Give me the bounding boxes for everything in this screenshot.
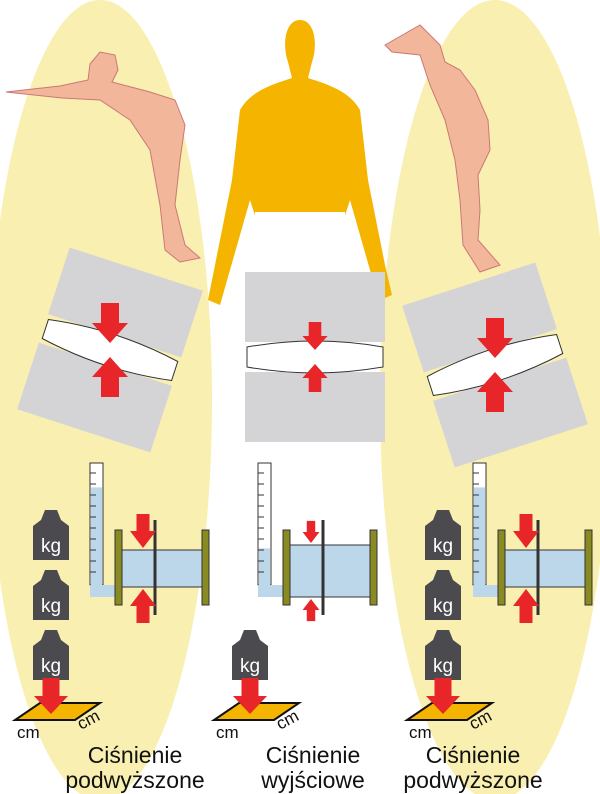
weight-label: kg — [41, 656, 61, 677]
compression-arrow-up — [477, 372, 513, 412]
area-plate — [11, 702, 104, 721]
gauge-fluid — [259, 548, 270, 585]
weight-label: kg — [433, 536, 453, 557]
vertebra-upper — [48, 247, 203, 358]
compression-arrow-down — [477, 318, 513, 358]
flange-left — [114, 529, 123, 606]
intervertebral-disc — [426, 333, 564, 397]
pressure-chamber — [289, 544, 371, 598]
chamber-arrow-down — [302, 520, 320, 543]
area-unit-label: cm — [409, 723, 432, 742]
area-unit-label: cm — [17, 723, 40, 742]
label-left-line2: podwyższone — [65, 767, 204, 793]
area-plate — [210, 702, 303, 721]
flange-right — [201, 529, 210, 606]
intervertebral-disc — [41, 318, 179, 382]
vertebra-pair-2 — [402, 262, 588, 468]
weight-icon — [33, 630, 69, 680]
chamber-arrow-up — [130, 589, 156, 623]
chamber-arrow-up — [302, 599, 320, 622]
gauge-connector — [473, 585, 498, 597]
force-arrow — [34, 678, 68, 714]
compression-arrow-up — [302, 364, 328, 392]
compression-arrow-down — [302, 322, 328, 350]
pressure-chamber — [121, 549, 203, 588]
area-unit-label: cm — [216, 723, 239, 742]
weight-icon — [33, 570, 69, 620]
flange-right — [369, 529, 378, 606]
flange-left — [497, 529, 506, 606]
gauge-connector — [258, 585, 283, 597]
area-plate — [403, 702, 496, 721]
figure-upright-torso — [208, 20, 392, 305]
pressure-chamber — [504, 549, 586, 588]
figure-backward-bend — [384, 24, 501, 273]
gauge-connector — [90, 585, 115, 597]
chamber-arrow-up — [513, 589, 539, 623]
flange-left — [282, 529, 291, 606]
gauge-fluid — [474, 487, 485, 585]
vertebra-lower — [17, 342, 172, 453]
compression-arrow-down — [92, 303, 128, 343]
label-left-line1: Ciśnienie — [88, 742, 183, 768]
weight-label: kg — [41, 536, 61, 557]
weight-label: kg — [433, 596, 453, 617]
weight-icon — [425, 510, 461, 560]
weight-label: kg — [41, 596, 61, 617]
vertebra-lower — [433, 357, 588, 468]
flange-right — [584, 529, 593, 606]
figure-forward-bend — [5, 51, 202, 263]
label-center-line1: Ciśnienie — [266, 742, 361, 768]
weight-icon — [425, 630, 461, 680]
weight-icon — [232, 630, 268, 680]
intervertebral-disc — [246, 340, 384, 374]
weight-label: kg — [433, 656, 453, 677]
label-center-line2: wyjściowe — [260, 767, 365, 793]
figure-shorts — [255, 212, 345, 252]
force-arrow — [233, 678, 267, 714]
chamber-arrow-down — [130, 514, 156, 548]
label-right-line2: podwyższone — [403, 767, 542, 793]
gauge-fluid — [91, 487, 102, 585]
force-arrow — [426, 678, 460, 714]
weight-label: kg — [240, 656, 260, 677]
label-right-line1: Ciśnienie — [426, 742, 521, 768]
weight-icon — [33, 510, 69, 560]
vertebra-pair-0 — [17, 247, 203, 453]
weight-icon — [425, 570, 461, 620]
vertebra-upper — [402, 262, 557, 373]
chamber-arrow-down — [513, 514, 539, 548]
vertebra-pair-1 — [245, 272, 385, 442]
compression-arrow-up — [92, 357, 128, 397]
